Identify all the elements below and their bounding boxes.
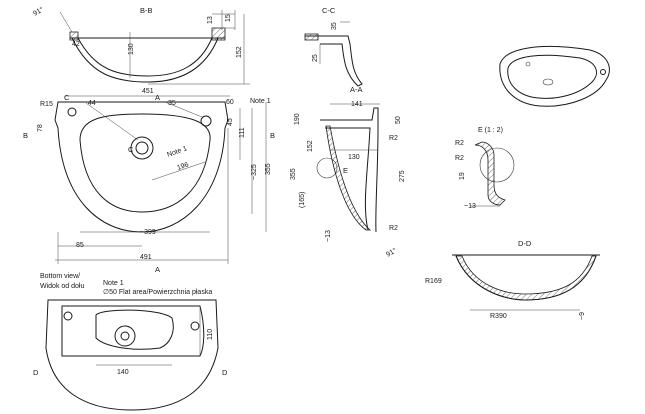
top-dim-45: 45 — [227, 118, 234, 126]
top-view: 451 44 35 60 Note 1 R15 C 78 A A 45 111 … — [23, 88, 275, 274]
section-dd-title: D-D — [518, 239, 532, 248]
top-dim-399: ~399 — [140, 229, 156, 236]
section-dd-view: D-D R169 R390 ~9 — [425, 239, 600, 320]
aa-dim-141: 141 — [351, 101, 363, 108]
section-aa-title: A-A — [350, 85, 363, 94]
top-dim-196: 196 — [176, 161, 189, 172]
cc-dim-35: 35 — [331, 22, 338, 30]
section-cc-view: C-C 35 25 — [304, 6, 363, 87]
top-dim-111: 111 — [239, 127, 246, 138]
bb-dim-15: 15 — [225, 14, 232, 22]
bottom-section-d-left: D — [33, 368, 39, 377]
top-r15: R15 — [40, 101, 53, 108]
aa-angle: 91° — [385, 246, 398, 258]
aa-dim-190: 190 — [294, 113, 301, 125]
aa-dim-130: 130 — [348, 154, 360, 161]
bottom-view: Bottom view/ Widok od dołu Note 1 ∅50 Fl… — [33, 273, 228, 411]
detail-e-r2b: R2 — [455, 155, 464, 162]
aa-dim-275: 275 — [399, 170, 406, 182]
top-dim-325: ~325 — [251, 164, 258, 180]
section-aa-view: A-A 141 50 190 152 R2 130 E 355 275 (165… — [290, 85, 406, 259]
cc-dim-25: 25 — [312, 54, 319, 62]
top-dim-451: 451 — [142, 88, 154, 95]
top-note1: Note 1 — [250, 98, 271, 105]
bb-dim-13: 13 — [207, 16, 214, 24]
bottom-note1-text: ∅50 Flat area/Powierzchnia płaska — [103, 289, 212, 296]
detail-e-view: E (1 : 2) R2 R2 19 ~13 — [455, 127, 515, 210]
bb-angle-label: 91° — [32, 5, 45, 17]
section-bb-title: B-B — [140, 6, 153, 15]
dd-r169: R169 — [425, 278, 442, 285]
aa-dim-165: (165) — [299, 192, 306, 208]
top-dim-355: 355 — [265, 163, 272, 175]
aa-dim-50: 50 — [395, 116, 402, 124]
bottom-note1: Note 1 — [103, 280, 124, 287]
aa-dim-152: 152 — [307, 140, 314, 152]
top-dim-44: 44 — [88, 100, 96, 107]
bb-dim-130: 130 — [128, 43, 135, 55]
aa-dim-355: 355 — [290, 168, 297, 180]
bottom-label-2: Widok od dołu — [40, 283, 84, 290]
section-bb-view: B-B 91° 42 130 13 15 152 — [32, 5, 250, 85]
bottom-section-d-right: D — [222, 368, 228, 377]
detail-e-r2a: R2 — [455, 140, 464, 147]
top-section-b-left: B — [23, 131, 28, 140]
detail-e-dim-19: 19 — [459, 172, 466, 180]
top-section-b-right: B — [270, 131, 275, 140]
dd-dim-9: ~9 — [579, 312, 586, 320]
bb-dim-152: 152 — [236, 46, 243, 58]
bb-dim-42: 42 — [72, 41, 80, 48]
aa-r2: R2 — [389, 135, 398, 142]
top-dim-35: 35 — [168, 100, 176, 107]
aa-r2-bottom: R2 — [389, 225, 398, 232]
top-dim-78: 78 — [37, 124, 44, 132]
top-section-a-bottom: A — [155, 265, 160, 274]
section-cc-title: C-C — [322, 6, 336, 15]
top-section-c-inner: C — [128, 145, 134, 154]
top-section-c: C — [64, 93, 70, 102]
top-note1-inner: Note 1 — [166, 145, 188, 159]
aa-detail-e: E — [343, 166, 348, 175]
bottom-dim-140: 140 — [117, 369, 129, 376]
top-section-a-top: A — [155, 93, 160, 102]
detail-e-title: E (1 : 2) — [478, 127, 503, 134]
top-dim-491: 491 — [140, 254, 152, 261]
top-dim-60: 60 — [226, 99, 234, 106]
top-dim-85: 85 — [76, 242, 84, 249]
detail-e-dim-13: ~13 — [464, 203, 476, 210]
bottom-label-1: Bottom view/ — [40, 273, 80, 280]
aa-dim-13: ~13 — [325, 230, 332, 242]
bottom-dim-110: 110 — [207, 329, 214, 340]
dd-r390: R390 — [490, 313, 507, 320]
isometric-view — [499, 45, 610, 107]
